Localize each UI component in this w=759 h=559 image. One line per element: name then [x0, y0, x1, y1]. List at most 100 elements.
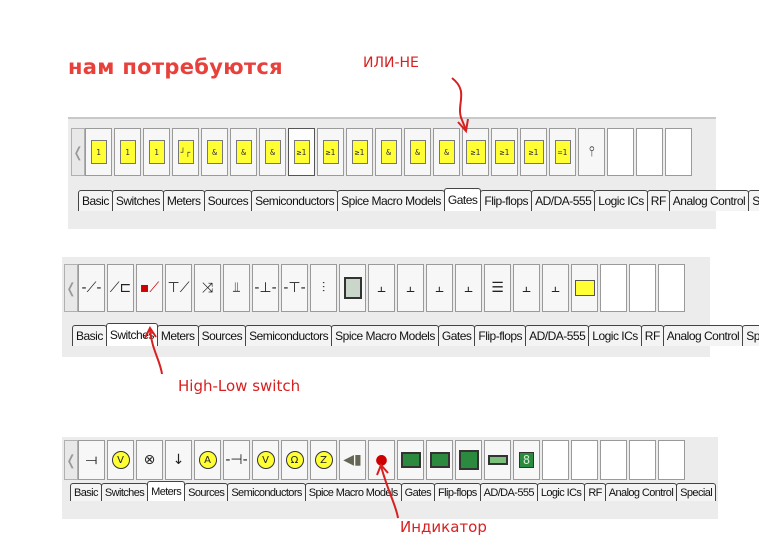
gate-chip: &	[380, 140, 397, 164]
impedance-meter-button[interactable]: Z	[310, 440, 337, 480]
empty-slot	[571, 440, 598, 480]
nand-gate-button[interactable]: &	[375, 128, 402, 176]
or-gate-button[interactable]: ≥1	[288, 128, 315, 176]
tab-special[interactable]: Special	[748, 190, 759, 211]
lamp-button[interactable]: ⊗	[136, 440, 163, 480]
tab-sources[interactable]: Sources	[197, 325, 247, 346]
keypad-button[interactable]	[339, 264, 366, 312]
tab-gates[interactable]: Gates	[437, 325, 476, 346]
tab-spice-macro-models[interactable]: Spice Macro Models	[337, 190, 445, 211]
tab-logic-ics[interactable]: Logic ICs	[588, 325, 642, 346]
gate-chip: ≥1	[293, 140, 310, 164]
relay-button[interactable]: ⫫	[223, 264, 250, 312]
scroll-left-button[interactable]: ❬	[64, 440, 78, 480]
and3-gate-button[interactable]: &	[230, 128, 257, 176]
tab-special[interactable]: Special	[742, 325, 759, 346]
tab-logic-ics[interactable]: Logic ICs	[594, 190, 648, 211]
tab-meters[interactable]: Meters	[147, 481, 186, 501]
tab-flip-flops[interactable]: Flip-flops	[480, 190, 533, 211]
tab-basic[interactable]: Basic	[70, 483, 102, 501]
logic-indicator-button[interactable]: ●	[368, 440, 395, 480]
switch-icon: -⊤-	[283, 280, 306, 296]
probe-button[interactable]: ⟞	[78, 440, 105, 480]
tab-ad-da-555[interactable]: AD/DA-555	[479, 483, 538, 501]
ammeter-button[interactable]: A	[194, 440, 221, 480]
tab-analog-control[interactable]: Analog Control	[604, 483, 678, 501]
tab-semiconductors[interactable]: Semiconductors	[227, 483, 306, 501]
scroll-left-button[interactable]: ❬	[64, 264, 78, 312]
buffer-gate-button[interactable]: 1	[114, 128, 141, 176]
tab-ad-da-555[interactable]: AD/DA-555	[525, 325, 590, 346]
switches-palette-panel: ❬ -⟋- ⟋⊏ ▪⟋ ⊤⟋ ⤨ ⫫ -⊥- -⊤- ⫶ ⫠ ⫠ ⫠ ⫠ ☰ ⫠…	[62, 257, 759, 357]
tab-sources[interactable]: Sources	[203, 190, 253, 211]
tab-sources[interactable]: Sources	[184, 483, 229, 501]
tab-analog-control[interactable]: Analog Control	[662, 325, 744, 346]
dip-switch-button[interactable]: ☰	[484, 264, 511, 312]
tab-rf[interactable]: RF	[640, 325, 664, 346]
tab-rf[interactable]: RF	[584, 483, 606, 501]
tab-rf[interactable]: RF	[646, 190, 670, 211]
tab-logic-ics[interactable]: Logic ICs	[536, 483, 586, 501]
latch-switch-button[interactable]: ⫠	[542, 264, 569, 312]
high-low-switch-button[interactable]: ▪⟋	[136, 264, 163, 312]
wire-probe-button[interactable]: -⊣-	[223, 440, 250, 480]
multi-pole-switch-button[interactable]: ⫠	[455, 264, 482, 312]
tab-gates[interactable]: Gates	[443, 188, 482, 211]
speaker-button[interactable]: ◀▮	[339, 440, 366, 480]
coil-switch-button[interactable]: ⫠	[513, 264, 540, 312]
tab-switches[interactable]: Switches	[100, 483, 149, 501]
tab-semiconductors[interactable]: Semiconductors	[245, 325, 333, 346]
gate-chip: &	[206, 140, 223, 164]
tab-semiconductors[interactable]: Semiconductors	[251, 190, 339, 211]
tab-switches[interactable]: Switches	[111, 190, 164, 211]
ground-arrow-button[interactable]: ↓	[165, 440, 192, 480]
or4-gate-button[interactable]: ≥1	[346, 128, 373, 176]
nand4-gate-button[interactable]: &	[433, 128, 460, 176]
tab-switches[interactable]: Switches	[105, 323, 158, 346]
spst-switch-button[interactable]: -⟋-	[78, 264, 105, 312]
nor4-gate-button[interactable]: ≥1	[520, 128, 547, 176]
tab-gates[interactable]: Gates	[400, 483, 436, 501]
tab-spice-macro-models[interactable]: Spice Macro Models	[304, 483, 402, 501]
tab-flip-flops[interactable]: Flip-flops	[434, 483, 481, 501]
tristate-buffer-button[interactable]: ⫯	[578, 128, 605, 176]
and-gate-button[interactable]: &	[201, 128, 228, 176]
dpdt-switch-button[interactable]: ⤨	[194, 264, 221, 312]
spdt-switch-button[interactable]: ⟋⊏	[107, 264, 134, 312]
seven-segment-display-button[interactable]: 8	[513, 440, 540, 480]
voltage-switch-button[interactable]: ⫠	[397, 264, 424, 312]
push-button-switch-button[interactable]: ⊤⟋	[165, 264, 192, 312]
scroll-left-button[interactable]: ❬	[71, 128, 85, 176]
pushbutton-no-button[interactable]: -⊥-	[252, 264, 279, 312]
schmitt-trigger-button[interactable]: ┘┌	[172, 128, 199, 176]
tab-flip-flops[interactable]: Flip-flops	[474, 325, 527, 346]
signal-analyzer-button[interactable]	[426, 440, 453, 480]
buffer-gate-button[interactable]: 1	[85, 128, 112, 176]
time-delay-switch-button[interactable]: ⫠	[368, 264, 395, 312]
tab-analog-control[interactable]: Analog Control	[668, 190, 750, 211]
pushbutton-nc-button[interactable]: -⊤-	[281, 264, 308, 312]
bar-graph-button[interactable]	[484, 440, 511, 480]
current-switch-button[interactable]: ⫠	[426, 264, 453, 312]
ohmmeter-button[interactable]: Ω	[281, 440, 308, 480]
tab-spice-macro-models[interactable]: Spice Macro Models	[331, 325, 439, 346]
or3-gate-button[interactable]: ≥1	[317, 128, 344, 176]
oscilloscope-button[interactable]	[397, 440, 424, 480]
tab-special[interactable]: Special	[676, 483, 717, 501]
ic-switch-button[interactable]	[571, 264, 598, 312]
spectrum-analyzer-button[interactable]	[455, 440, 482, 480]
tab-ad-da-555[interactable]: AD/DA-555	[531, 190, 596, 211]
tab-basic[interactable]: Basic	[78, 190, 113, 211]
voltmeter-button[interactable]: V	[107, 440, 134, 480]
tab-meters[interactable]: Meters	[156, 325, 199, 346]
xor-gate-button[interactable]: =1	[549, 128, 576, 176]
nand3-gate-button[interactable]: &	[404, 128, 431, 176]
toggle-switch-button[interactable]: ⫶	[310, 264, 337, 312]
ac-voltmeter-button[interactable]: V	[252, 440, 279, 480]
tab-basic[interactable]: Basic	[72, 325, 107, 346]
nor-gate-button[interactable]: ≥1	[462, 128, 489, 176]
not-gate-button[interactable]: 1	[143, 128, 170, 176]
tab-meters[interactable]: Meters	[162, 190, 205, 211]
nor3-gate-button[interactable]: ≥1	[491, 128, 518, 176]
and4-gate-button[interactable]: &	[259, 128, 286, 176]
